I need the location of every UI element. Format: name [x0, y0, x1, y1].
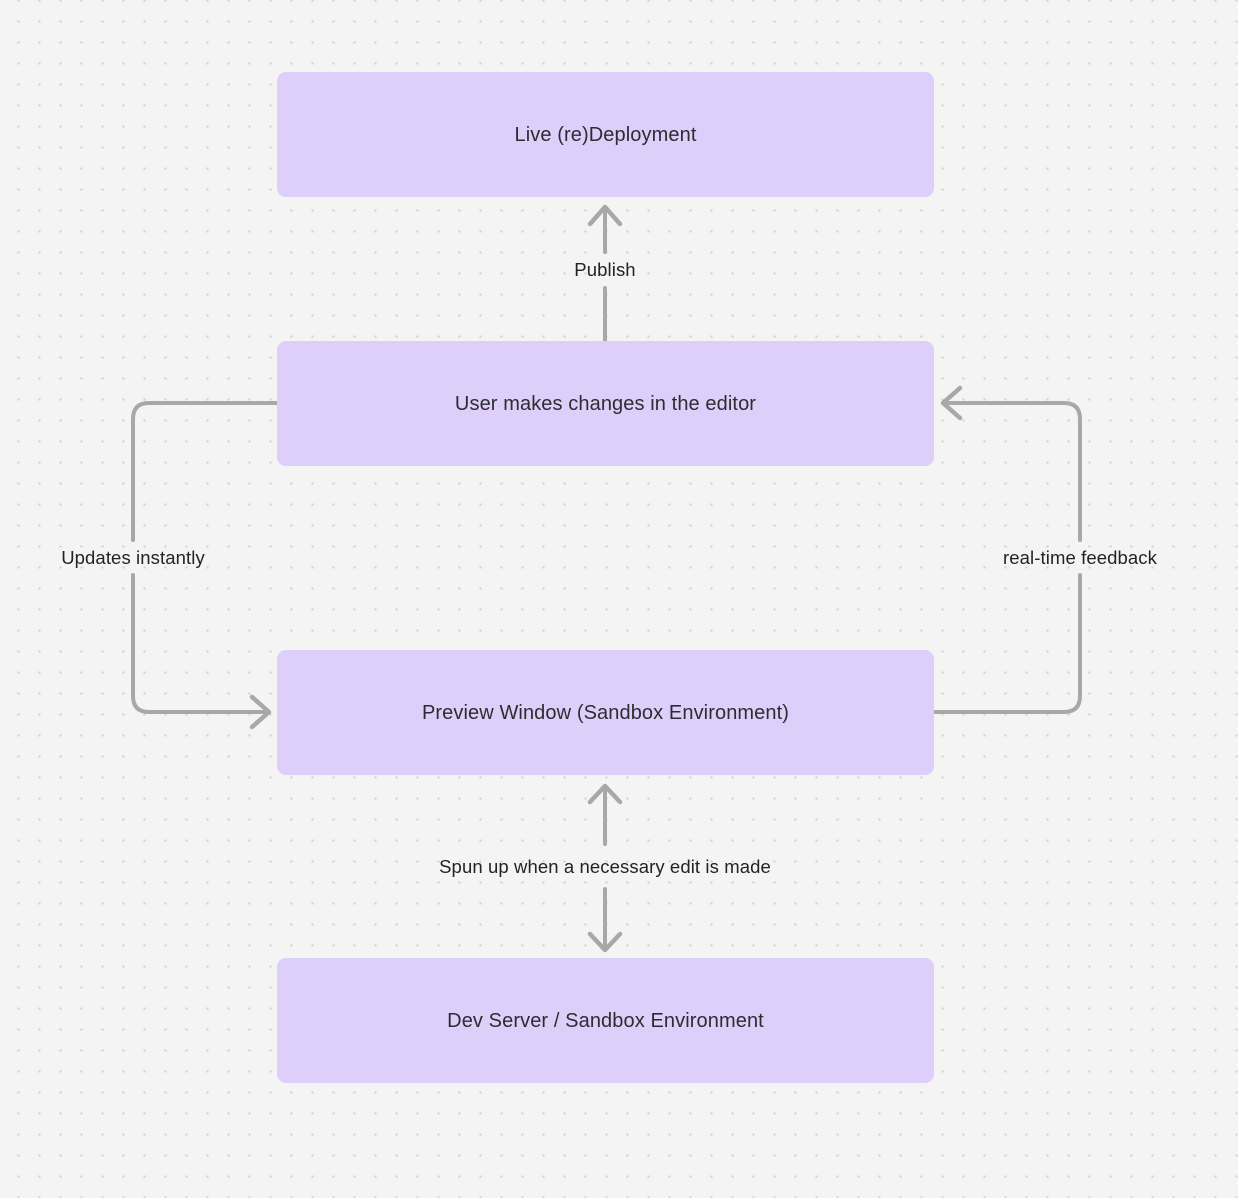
edge-label-real-time-feedback: real-time feedback [1003, 546, 1157, 568]
node-label-preview-window: Preview Window (Sandbox Environment) [421, 701, 790, 724]
node-label-live-deployment: Live (re)Deployment [514, 123, 697, 146]
edge-label-spun-up: Spun up when a necessary edit is made [439, 855, 771, 877]
node-dev-server[interactable]: Dev Server / Sandbox Environment [277, 958, 934, 1083]
node-user-edits[interactable]: User makes changes in the editor [277, 341, 934, 466]
node-label-user-edits: User makes changes in the editor [454, 392, 757, 415]
node-preview-window[interactable]: Preview Window (Sandbox Environment) [277, 650, 934, 775]
edge-label-publish: Publish [574, 258, 636, 280]
edge-label-updates-instantly: Updates instantly [61, 546, 205, 568]
node-label-dev-server: Dev Server / Sandbox Environment [447, 1009, 764, 1032]
node-live-deployment[interactable]: Live (re)Deployment [277, 72, 934, 197]
